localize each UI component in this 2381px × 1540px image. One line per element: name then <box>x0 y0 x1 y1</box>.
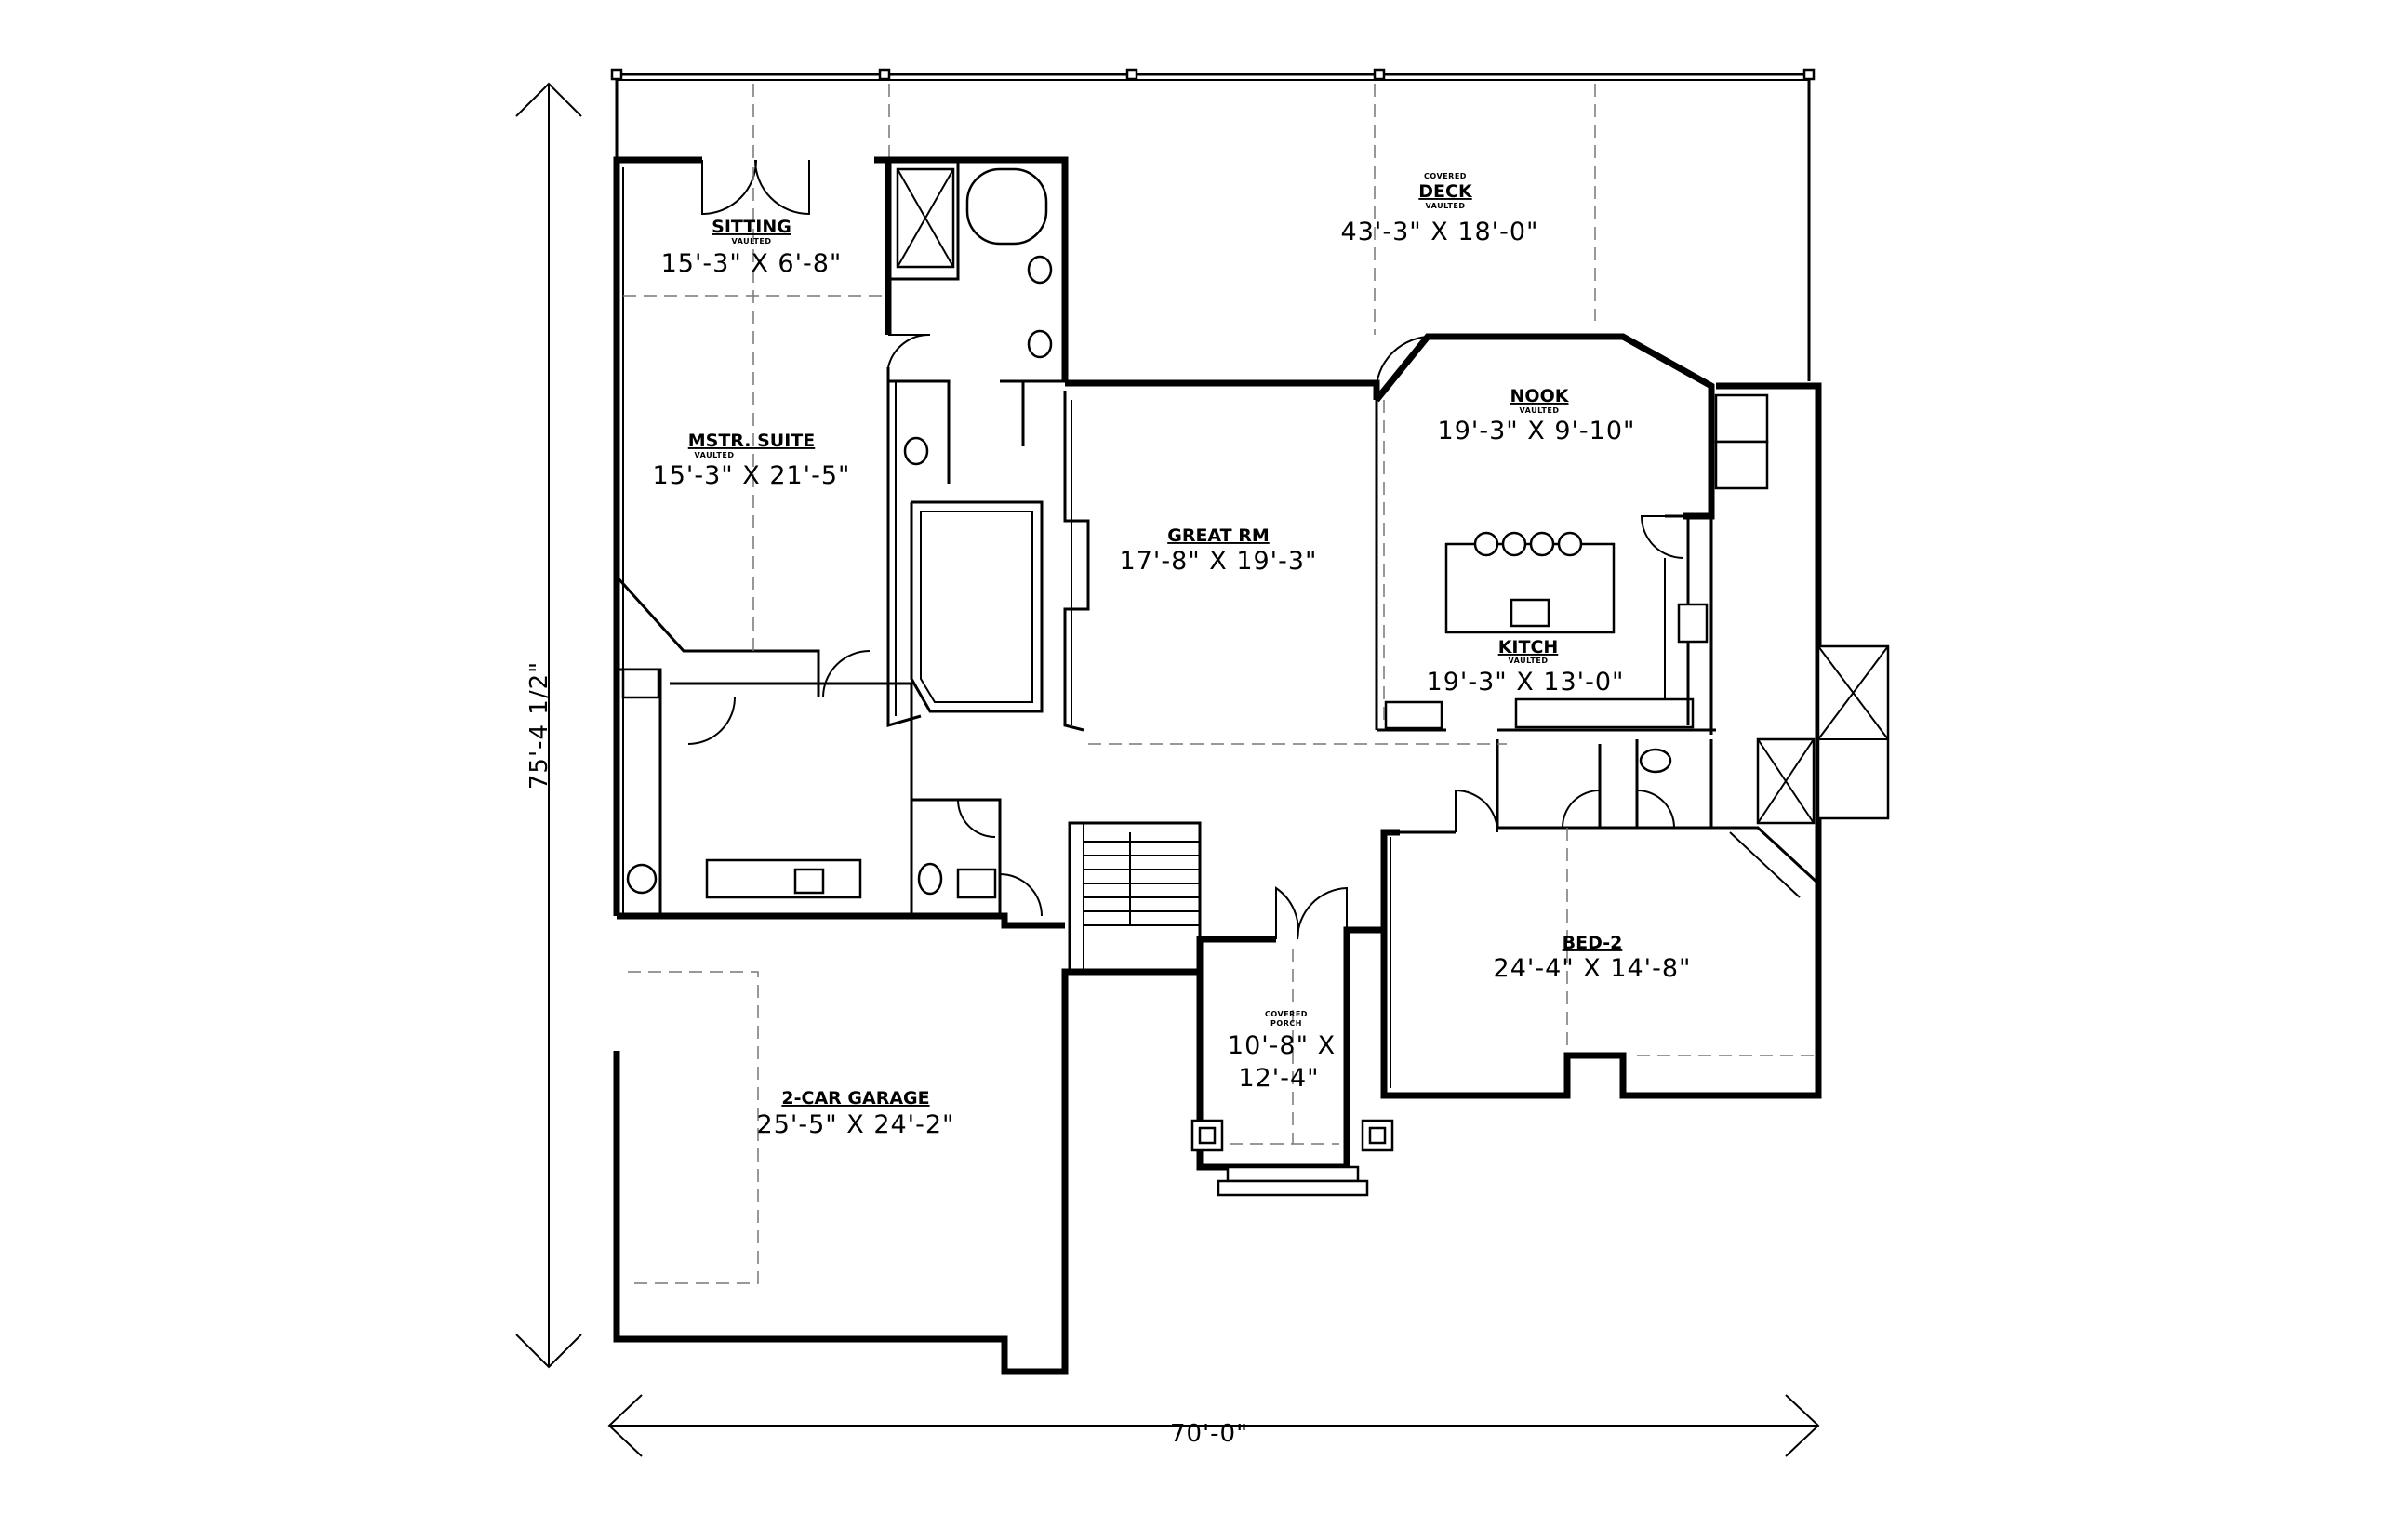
depth-dimension-arrow <box>515 82 582 1369</box>
doors <box>687 159 1684 940</box>
main-stair <box>1068 821 1202 974</box>
garage-name: 2-CAR GARAGE <box>781 1088 929 1109</box>
sitting-name: SITTING <box>712 217 791 237</box>
great-room-name: GREAT RM <box>1167 525 1270 546</box>
nook-sub: VAULTED <box>1520 406 1560 415</box>
master-name: MSTR. SUITE <box>688 431 816 451</box>
interior-walls <box>615 160 1890 916</box>
bed2-dims: 24'-4" X 14'-8" <box>1494 954 1692 983</box>
bed2-name: BED-2 <box>1563 933 1623 953</box>
overall-depth-label: 75'-4 1/2" <box>525 661 553 790</box>
kitchen-name: KITCH <box>1498 637 1559 657</box>
porch-dims-line2: 12'-4" <box>1238 1064 1319 1093</box>
sitting-dims: 15'-3" X 6'-8" <box>661 249 843 278</box>
overall-width-label: 70'-0" <box>1170 1420 1248 1448</box>
great-room-dims: 17'-8" X 19'-3" <box>1120 547 1318 576</box>
deck-top-label: COVERED <box>1424 172 1467 180</box>
porch-dims-line1: 10'-8" X <box>1228 1031 1336 1060</box>
master-dims: 15'-3" X 21'-5" <box>653 461 851 490</box>
sitting-sub: VAULTED <box>732 237 772 246</box>
deck-dims: 43'-3" X 18'-0" <box>1341 218 1539 246</box>
porch-name: PORCH <box>1270 1019 1302 1028</box>
deck-sub: VAULTED <box>1426 202 1466 210</box>
kitchen-sub: VAULTED <box>1509 657 1549 665</box>
master-sub: VAULTED <box>695 451 735 459</box>
width-dimension-arrow <box>607 1394 1820 1457</box>
deck-outline <box>610 68 1816 381</box>
nook-name: NOOK <box>1510 386 1570 406</box>
porch-top-label: COVERED <box>1265 1010 1308 1018</box>
garage-dims: 25'-5" X 24'-2" <box>757 1110 955 1139</box>
nook-dims: 19'-3" X 9'-10" <box>1438 417 1636 445</box>
kitchen-dims: 19'-3" X 13'-0" <box>1427 668 1625 697</box>
dashed-lines <box>623 167 1814 1284</box>
deck-name: DECK <box>1418 181 1473 202</box>
porch-posts <box>1190 1119 1394 1197</box>
